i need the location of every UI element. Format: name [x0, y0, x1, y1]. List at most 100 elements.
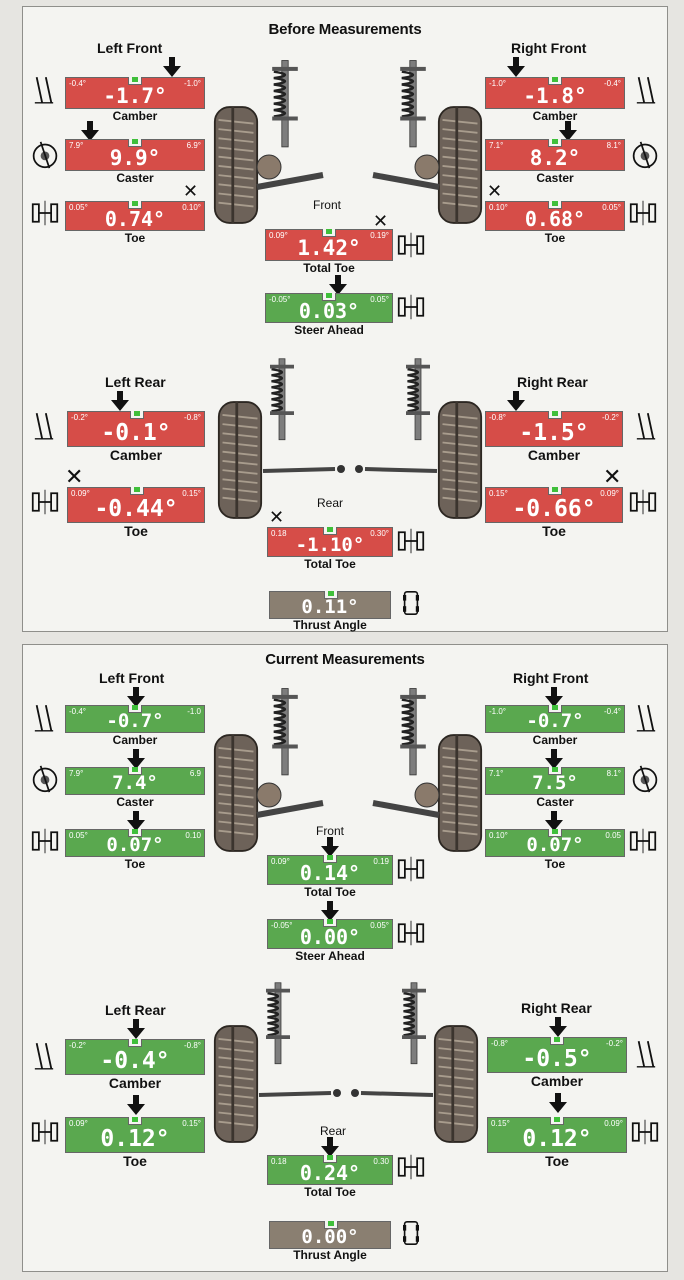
thrust-angle-icon — [403, 589, 419, 617]
arrow-down-icon — [545, 811, 563, 831]
right-rear-camber-gauge: -0.8°-0.2° -0.5° — [487, 1037, 627, 1073]
measurement-value: 7.5° — [532, 772, 578, 794]
range-min-label: 0.15° — [491, 1119, 510, 1128]
camber-icon — [635, 73, 657, 107]
arrow-down-icon — [507, 57, 525, 77]
spec-indicator — [548, 767, 562, 775]
spec-indicator — [548, 487, 562, 495]
panel-title: Before Measurements — [268, 21, 422, 38]
thrust-angle-gauge: 0.11° — [269, 591, 391, 619]
spec-indicator — [548, 705, 562, 713]
toe-icon — [629, 487, 657, 517]
spec-indicator — [128, 139, 142, 147]
measurement-value: -1.5° — [519, 420, 589, 446]
left-rear-camber-gauge: -0.2°-0.8° -0.4° — [65, 1039, 205, 1075]
measurement-value: -1.10° — [295, 534, 365, 556]
measurement-value: 0.07° — [106, 834, 164, 856]
right-front-caster-gauge: 7.1°8.1° 8.2° — [485, 139, 625, 171]
camber-icon — [33, 1039, 55, 1073]
toe-label: Toe — [544, 857, 566, 871]
range-max-label: 0.05 — [605, 831, 621, 840]
caster-label: Caster — [116, 795, 154, 809]
arrow-down-icon — [111, 391, 129, 411]
spec-indicator — [550, 1117, 564, 1125]
front-heading: Front — [315, 824, 344, 838]
range-min-label: 0.09° — [269, 231, 288, 240]
range-min-label: -0.8° — [491, 1039, 508, 1048]
arrow-down-icon — [549, 1093, 567, 1113]
spec-indicator — [324, 591, 338, 599]
range-max-label: 0.30° — [370, 529, 389, 538]
range-max-label: -0.2° — [606, 1039, 623, 1048]
spec-indicator — [323, 1155, 337, 1163]
range-max-label: 0.15° — [182, 489, 201, 498]
range-max-label: 0.19° — [370, 231, 389, 240]
spec-indicator — [128, 77, 142, 85]
spec-indicator — [323, 919, 337, 927]
range-max-label: -0.8° — [184, 413, 201, 422]
measurement-value: 7.4° — [112, 772, 158, 794]
right-front-heading: Right Front — [513, 670, 589, 686]
range-min-label: 0.05° — [69, 203, 88, 212]
range-min-label: -0.8° — [489, 413, 506, 422]
spec-indicator — [322, 293, 336, 301]
range-min-label: 0.10° — [489, 831, 508, 840]
spec-indicator — [322, 229, 336, 237]
range-max-label: 8.1° — [606, 141, 621, 150]
rear-heading: Rear — [319, 1124, 346, 1138]
arrow-down-icon — [127, 1019, 145, 1039]
camber-icon — [635, 409, 657, 443]
spec-indicator — [548, 829, 562, 837]
measurement-value: 9.9° — [109, 146, 161, 170]
arrow-down-icon — [127, 811, 145, 831]
out-of-range-x-icon: ✕ — [269, 507, 285, 528]
caster-label: Caster — [536, 795, 574, 809]
right-front-toe-gauge: 0.10°0.05 0.07° — [485, 829, 625, 857]
thrust-angle-icon — [403, 1219, 419, 1247]
spec-indicator — [128, 829, 142, 837]
range-max-label: -0.4° — [604, 707, 621, 716]
spec-indicator — [128, 1039, 142, 1047]
rear-heading: Rear — [316, 496, 343, 510]
spec-indicator — [130, 411, 144, 419]
toe-icon — [397, 231, 425, 259]
out-of-range-x-icon: ✕ — [65, 465, 84, 490]
total-toe-label: Total Toe — [304, 1185, 356, 1199]
range-min-label: -1.0° — [489, 707, 506, 716]
spec-indicator — [548, 411, 562, 419]
range-min-label: 0.18 — [271, 1157, 287, 1166]
spec-indicator — [324, 1221, 338, 1229]
front-heading: Front — [312, 198, 341, 212]
steer-ahead-label: Steer Ahead — [294, 323, 364, 337]
camber-label: Camber — [532, 109, 578, 123]
left-front-heading: Left Front — [97, 40, 163, 56]
range-max-label: 0.05° — [370, 921, 389, 930]
toe-icon — [629, 199, 657, 227]
range-min-label: 7.1° — [489, 769, 504, 778]
toe-icon — [629, 827, 657, 855]
range-max-label: 0.10 — [185, 831, 201, 840]
thrust-angle-label: Thrust Angle — [293, 618, 367, 632]
arrow-down-icon — [321, 837, 339, 857]
left-front-heading: Left Front — [99, 670, 165, 686]
left-front-caster-gauge: 7.9°6.9° 9.9° — [65, 139, 205, 171]
range-max-label: -0.2° — [602, 413, 619, 422]
front-suspension-illustration — [213, 47, 483, 237]
toe-label: Toe — [124, 857, 146, 871]
range-max-label: -1.0° — [184, 79, 201, 88]
range-min-label: -0.05° — [271, 921, 293, 930]
caster-label: Caster — [116, 171, 154, 185]
toe-label: Toe — [124, 523, 148, 539]
measurement-value: -0.7° — [526, 710, 584, 732]
camber-label: Camber — [532, 733, 578, 747]
out-of-range-x-icon: ✕ — [487, 181, 503, 202]
range-min-label: 0.09° — [69, 1119, 88, 1128]
range-min-label: 7.9° — [69, 141, 84, 150]
spec-indicator — [323, 527, 337, 535]
toe-icon — [397, 293, 425, 321]
measurement-value: 1.42° — [297, 236, 361, 260]
camber-icon — [635, 1037, 657, 1071]
arrow-down-icon — [127, 1095, 145, 1115]
